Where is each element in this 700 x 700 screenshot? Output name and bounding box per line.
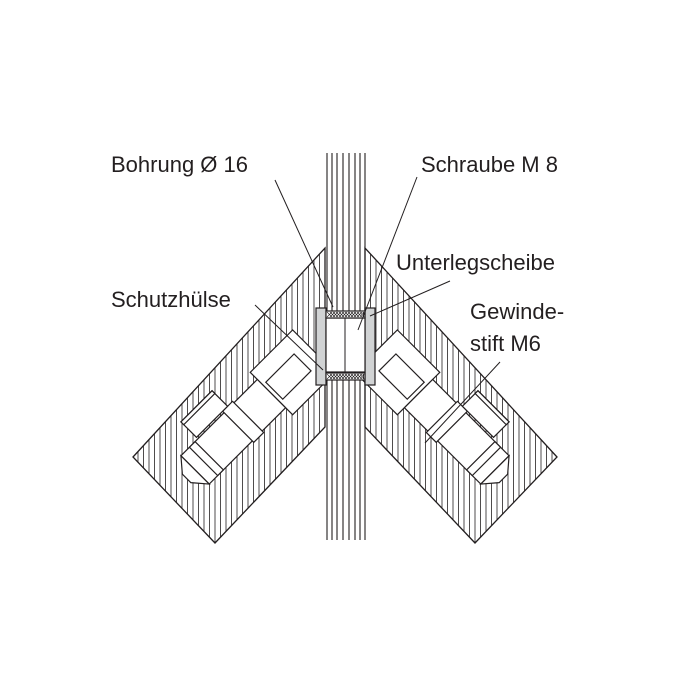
label-unterlegscheibe: Unterlegscheibe bbox=[396, 250, 555, 275]
right-bolt-assembly bbox=[354, 329, 510, 485]
label-gewindestift-line2: stift M6 bbox=[470, 331, 541, 356]
set-screw-tip bbox=[180, 389, 216, 426]
leader-gewindestift bbox=[424, 361, 501, 444]
leader-unterlegscheibe bbox=[369, 280, 451, 317]
label-schutzhuelse: Schutzhülse bbox=[111, 287, 231, 312]
mesh-line bbox=[356, 311, 363, 318]
label-gewindestift-line1: Gewinde- bbox=[470, 299, 565, 324]
washer-bottom bbox=[325, 372, 366, 381]
leader-schraube bbox=[357, 176, 418, 331]
bolt-groove bbox=[188, 440, 225, 477]
leader-bohrung bbox=[274, 179, 334, 308]
sleeve-right bbox=[364, 307, 376, 386]
bolt-groove bbox=[465, 440, 502, 477]
sleeve-left bbox=[315, 307, 327, 386]
washer-top bbox=[325, 310, 366, 319]
bolt-tip bbox=[479, 454, 510, 485]
leader-schutzhuelse bbox=[254, 304, 324, 371]
washer-mesh bbox=[326, 311, 365, 380]
left-panel-outline bbox=[132, 246, 326, 544]
set-screw-tip bbox=[474, 389, 510, 426]
left-bolt-assembly bbox=[180, 329, 336, 485]
bolt-tip bbox=[180, 454, 211, 485]
label-bohrung: Bohrung Ø 16 bbox=[111, 152, 248, 177]
mesh-line bbox=[356, 373, 363, 380]
spacer-insert bbox=[264, 353, 312, 401]
mesh-line bbox=[362, 373, 365, 380]
spacer-insert bbox=[378, 353, 426, 401]
label-schraube: Schraube M 8 bbox=[421, 152, 558, 177]
